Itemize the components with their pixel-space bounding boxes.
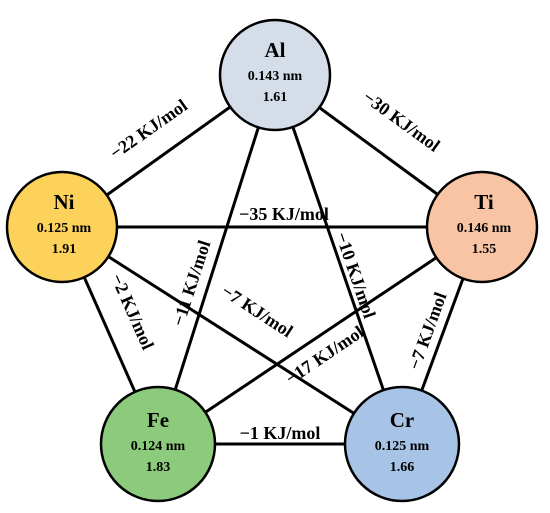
edge-label-fe-cr: −1 KJ/mol bbox=[240, 423, 321, 443]
node-electronegativity: 1.55 bbox=[472, 242, 497, 257]
node-circle-ni bbox=[5, 170, 119, 284]
node-al: Al 0.143 nm 1.61 bbox=[218, 18, 332, 132]
node-symbol: Fe bbox=[147, 408, 169, 432]
node-electronegativity: 1.66 bbox=[390, 460, 415, 475]
node-atomic-radius: 0.124 nm bbox=[131, 439, 186, 454]
node-symbol: Al bbox=[265, 38, 286, 62]
edge-label-al-ni: −22 KJ/mol bbox=[106, 95, 191, 163]
node-cr: Cr 0.125 nm 1.66 bbox=[343, 385, 461, 503]
node-symbol: Ni bbox=[54, 190, 75, 214]
edge-ni-cr bbox=[61, 225, 403, 446]
node-electronegativity: 1.83 bbox=[146, 460, 171, 475]
node-circle-al bbox=[218, 18, 332, 132]
edge-al-fe bbox=[156, 74, 277, 445]
node-atomic-radius: 0.143 nm bbox=[248, 69, 303, 84]
node-symbol: Ti bbox=[474, 190, 494, 214]
node-ti: Ti 0.146 nm 1.55 bbox=[425, 170, 539, 284]
node-electronegativity: 1.91 bbox=[52, 242, 77, 257]
node-circle-ti bbox=[425, 170, 539, 284]
edge-al-cr bbox=[273, 74, 404, 445]
node-atomic-radius: 0.125 nm bbox=[375, 439, 430, 454]
node-fe: Fe 0.124 nm 1.83 bbox=[99, 385, 217, 503]
node-circle-fe bbox=[99, 385, 217, 503]
node-atomic-radius: 0.146 nm bbox=[457, 221, 512, 236]
edge-label-ni-cr: −7 KJ/mol bbox=[218, 281, 297, 342]
edge-ti-fe bbox=[157, 225, 483, 446]
node-atomic-radius: 0.125 nm bbox=[37, 221, 92, 236]
edge-label-ni-ti: −35 KJ/mol bbox=[239, 204, 329, 224]
node-ni: Ni 0.125 nm 1.91 bbox=[5, 170, 119, 284]
node-symbol: Cr bbox=[390, 408, 415, 432]
node-circle-cr bbox=[343, 385, 461, 503]
node-electronegativity: 1.61 bbox=[263, 90, 288, 105]
